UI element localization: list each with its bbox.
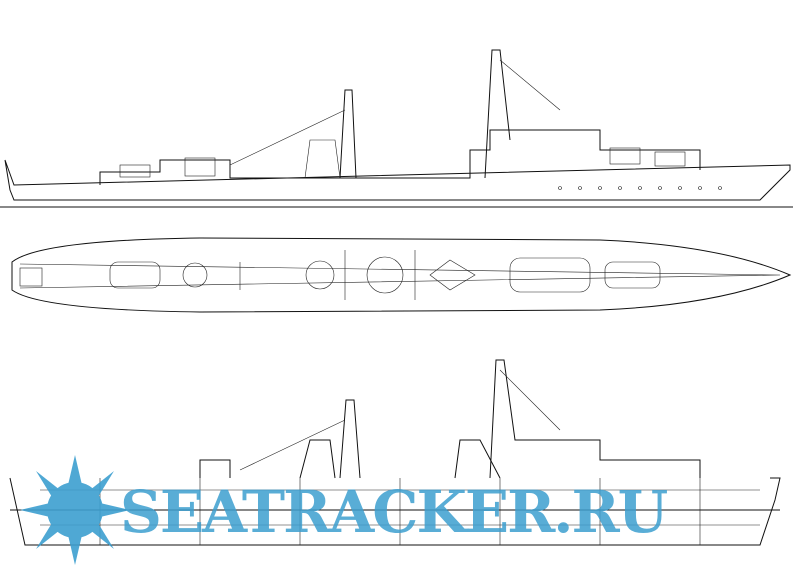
side-profile-view bbox=[0, 49, 793, 208]
top-plan-view bbox=[11, 237, 792, 313]
watermark-sun-logo bbox=[20, 455, 130, 565]
watermark-text: SEATRACKER.RU bbox=[120, 478, 668, 546]
side-profile-detailed-view bbox=[9, 359, 781, 546]
